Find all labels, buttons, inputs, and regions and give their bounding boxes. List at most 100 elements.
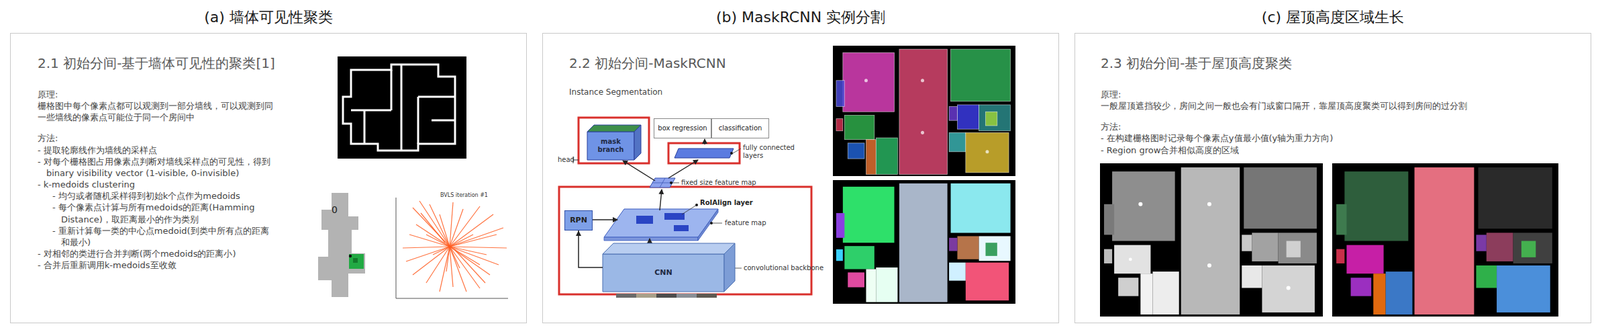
visibility-plot-part-part (449, 206, 480, 247)
roof-height-image-part-part (1112, 171, 1176, 241)
maskrcnn-overlay-image-part-part (865, 139, 876, 175)
region-grow-image-part-part (1373, 273, 1386, 315)
feature-map-slab-part (664, 212, 685, 220)
maskrcnn-overlay-image-part-part (920, 78, 925, 82)
block-front (602, 253, 725, 292)
arrow-head (575, 230, 582, 236)
cluster-floorplan-part (353, 257, 358, 263)
visibility-plot-part-part (449, 246, 487, 255)
visibility-plot-part-part (429, 204, 450, 247)
block-label: mask branch (587, 137, 635, 154)
body-text: 方法: (1100, 120, 1584, 133)
feature-map-slab-part (604, 236, 698, 241)
visibility-plot-part-part (420, 212, 445, 243)
mask-highlight (578, 117, 649, 164)
roof-height-image-part-part (1286, 285, 1291, 290)
diagram-label: BVLS iteration #1 (440, 191, 488, 199)
maskrcnn-overlay-image-part (832, 45, 1016, 176)
maskrcnn-overlay-image-part-part (864, 78, 868, 82)
roof-height-image-part-part (1138, 202, 1143, 207)
maskrcnn-result-image-part-part (951, 183, 1011, 233)
maskrcnn-result-image-part-part (844, 245, 875, 269)
visibility-plot-part-part (449, 246, 480, 288)
fc-layer (674, 148, 741, 158)
body-text: 栅格图中每个像素点都可以观测到一部分墙线，可以观测到同一些墙线的像素点可能位于同… (37, 100, 276, 123)
maskrcnn-overlay-image-part-part (847, 142, 865, 159)
connector-line (578, 230, 603, 268)
region-grow-image-part-part (1513, 232, 1553, 264)
wall-lines-part (342, 64, 456, 151)
visibility-plot-part-part (432, 246, 450, 255)
fixed-size-feature-map-part (659, 177, 666, 188)
input-image-strip-part (696, 293, 717, 298)
input-image-strip (616, 293, 717, 298)
bullet-item: - 对相邻的类进行合并判断(两个medoids的距离小) (37, 247, 276, 260)
input-image-strip-part (656, 293, 677, 298)
flow-arrows-part (591, 218, 618, 220)
roof-height-image-part-part (1241, 265, 1262, 288)
fc-layer-part (674, 148, 734, 158)
region-grow-image-part (1336, 167, 1553, 315)
visibility-plot-part-part (449, 246, 490, 275)
visibility-plot-part-part (449, 246, 454, 287)
visibility-plot-part (402, 200, 507, 292)
fixed-size-feature-map-part (649, 177, 676, 188)
output-box: box regression (653, 118, 712, 139)
wall-lines-part (431, 119, 456, 122)
roof-height-image-part-part (1104, 204, 1115, 235)
wall-lines (342, 64, 456, 151)
visibility-plot-part-part (449, 234, 497, 247)
cluster-floorplan-part (348, 253, 364, 269)
maskrcnn-overlay-image-part-part (948, 106, 958, 121)
visibility-plot-part-part (449, 234, 474, 247)
slide-title: 2.3 初始分间-基于屋顶高度聚类 (1100, 54, 1292, 72)
maskrcnn-result-image-part-part (865, 268, 876, 302)
slide-body: 原理:一般屋顶遮挡较少，房间之间一般也会有门或窗口隔开，靠屋顶高度聚类可以得到房… (1100, 88, 1584, 156)
region-grow-image-part-part (1346, 244, 1384, 274)
panel-caption: (c) 屋顶高度区域生长 (1075, 8, 1591, 27)
block-top (602, 242, 735, 254)
maskrcnn-overlay-image-part-part (844, 114, 875, 139)
maskrcnn-overlay-image-part-part (951, 48, 1011, 102)
diagram-label: 0 (331, 204, 338, 216)
block-face: mask branch (587, 131, 635, 160)
panel-caption: (b) MaskRCNN 实例分割 (542, 8, 1059, 27)
region-grow-image-part (1332, 163, 1559, 317)
region-grow-image-part-part (1336, 204, 1347, 235)
feature-map-slab-part (697, 208, 719, 241)
flow-arrows-part (659, 189, 662, 211)
feature-map-slab-part (681, 204, 697, 215)
diagram-label: RoIAlign layer (700, 198, 754, 207)
feature-map-slab-part (695, 203, 698, 207)
feature-map-slab-part (604, 208, 719, 237)
panel-c-illustrations (1074, 32, 1592, 323)
visibility-plot-part-part (454, 248, 486, 283)
maskrcnn-result-image-part-part (899, 183, 948, 303)
visibility-plot-part (395, 297, 509, 299)
bullet-item: - 合并后重新调用k-medoids至收敛 (37, 259, 276, 271)
roof-height-image-part-part (1152, 271, 1179, 315)
block-top (587, 124, 641, 132)
wall-lines-part (363, 110, 366, 144)
roof-height-image-part-part (1286, 240, 1301, 258)
visibility-plot-part-part (449, 246, 507, 248)
slide-panel: (b) MaskRCNN 实例分割2.2 初始分间-MaskRCNNInstan… (542, 32, 1060, 323)
mask-branch-block: mask branch (587, 124, 641, 160)
cnn-block: CNN (602, 242, 735, 292)
cluster-floorplan (318, 192, 366, 297)
roof-height-image-part-part (1181, 167, 1241, 315)
maskrcnn-overlay-image-part (836, 48, 1011, 174)
wall-lines-part (418, 95, 456, 98)
backbone-highlight (559, 186, 812, 294)
visibility-plot-part-part (449, 246, 460, 268)
visibility-plot-part-part (446, 246, 450, 272)
maskrcnn-overlay-image-part-part (920, 130, 925, 135)
visibility-plot-part-part (439, 246, 450, 292)
bullet-item: - 提取轮廓线作为墙线的采样点 (37, 144, 276, 156)
visibility-plot-part-part (449, 227, 504, 247)
visibility-plot-part-part (409, 234, 450, 247)
wall-outline-image (337, 56, 467, 159)
cluster-floorplan-part (318, 192, 366, 297)
maskrcnn-result-image-part-part (948, 262, 966, 281)
